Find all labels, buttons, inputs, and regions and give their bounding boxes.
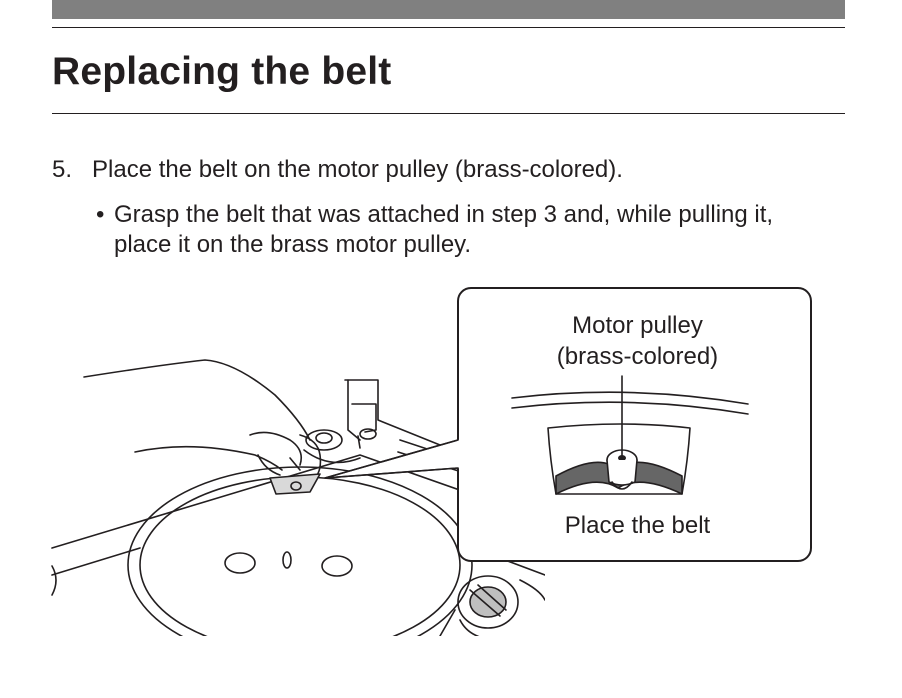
step-5: 5. Place the belt on the motor pulley (br… [52,154,623,186]
step-5-bullet: • Grasp the belt that was attached in st… [96,200,816,260]
bullet-mark: • [96,201,105,228]
belt-illustration: Motor pulley (brass-colored) Place the b… [0,270,902,650]
bullet-text: Grasp the belt that was attached in step… [114,201,774,258]
motor-pulley-label-line1: Motor pulley [572,312,703,339]
header-bar [52,0,845,19]
platter-hole [282,551,292,569]
turntable-drawing [51,287,812,636]
motor-pulley-label: Motor pulley (brass-colored) [520,310,755,372]
belt-in-hand [269,473,321,495]
platter-hole [224,552,256,574]
title-rule-bottom [52,113,845,114]
page-title: Replacing the belt [52,50,392,93]
step-number: 5. [52,156,73,183]
title-rule-top [52,27,845,28]
platter-edge [511,391,749,405]
hand [83,359,311,441]
place-belt-caption: Place the belt [564,512,711,539]
motor-pulley-label-line2: (brass-colored) [556,343,719,370]
platter-hole [321,555,353,577]
platter [127,466,473,636]
step-text: Place the belt on the motor pulley (bras… [92,156,623,183]
